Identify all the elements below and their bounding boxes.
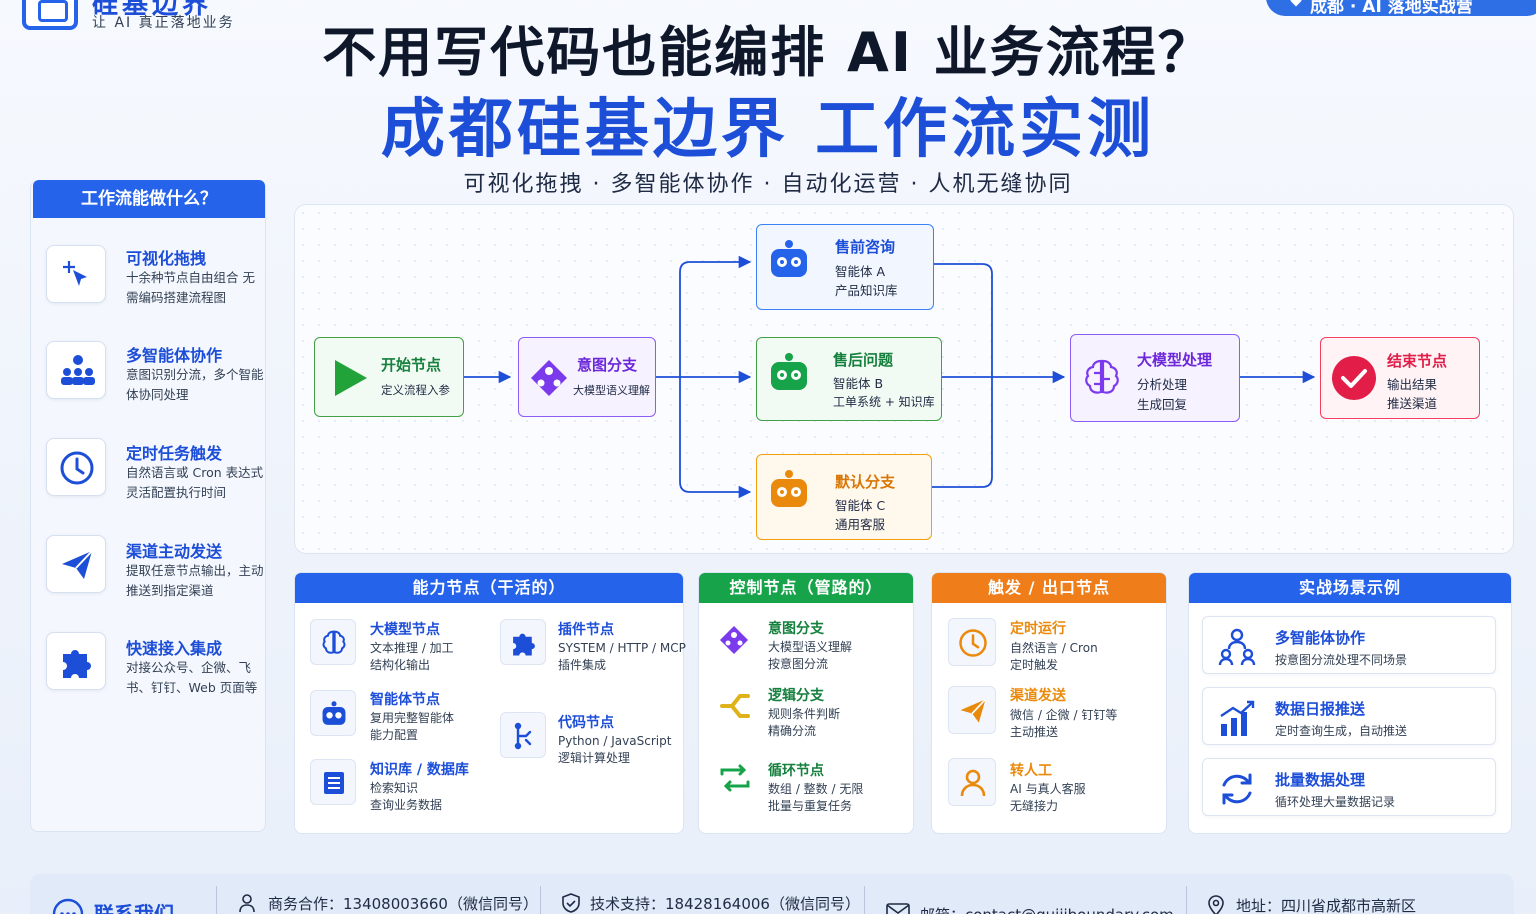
robot-icon [771, 353, 807, 390]
clock-icon [948, 618, 996, 666]
intent-diamond-icon [720, 626, 748, 654]
footer-divider [864, 886, 865, 914]
flow-node-llm[interactable]: 大模型处理 分析处理 生成回复 [1070, 334, 1240, 422]
cases-section-title: 实战场景示例 [1189, 573, 1511, 603]
footer-divider [540, 886, 541, 914]
puzzle-icon [500, 619, 546, 665]
brain-icon [310, 619, 356, 665]
footer-bar [30, 874, 1514, 914]
flow-node-default[interactable]: 默认分支 智能体 C 通用客服 [756, 454, 932, 540]
handshake-icon [239, 894, 255, 913]
loop-icon [720, 764, 750, 792]
footer-support[interactable]: 技术支持：18428164006（微信同号） [590, 895, 860, 913]
puzzle-icon [46, 632, 106, 690]
robot-icon [771, 240, 807, 277]
flow-node-aftersale[interactable]: 售后问题 智能体 B 工单系统 + 知识库 [756, 337, 942, 421]
header-badge[interactable]: 成都 · AI 落地实战营 [1266, 0, 1536, 16]
footer-address: 地址：四川省成都市高新区 [1236, 897, 1417, 914]
logo-slogan: 让 AI 真正落地业务 [92, 15, 235, 31]
brain-icon [1085, 359, 1119, 394]
bar-chart-icon [1220, 700, 1255, 736]
control-section-title: 控制节点（管路的） [699, 573, 913, 603]
clock-icon [46, 438, 106, 496]
capability-section-title: 能力节点（干活的） [295, 573, 683, 603]
robot-icon [310, 690, 356, 736]
code-branch-icon [500, 712, 546, 758]
page-headline: 成都硅基边界 工作流实测 [380, 93, 1156, 167]
shield-icon [562, 893, 580, 913]
trigger-section-title: 触发 / 出口节点 [932, 573, 1166, 603]
refresh-icon [1222, 773, 1252, 805]
check-circle-icon [1332, 356, 1376, 400]
person-icon [948, 758, 996, 806]
footer-business[interactable]: 商务合作：13408003660（微信同号） [268, 895, 538, 913]
location-pin-icon [1208, 895, 1224, 914]
capability-section: 能力节点（干活的） [294, 572, 684, 834]
control-section: 控制节点（管路的） [698, 572, 914, 834]
case-card-daily-report[interactable]: 数据日报推送 定时查询生成，自动推送 [1202, 687, 1496, 745]
logo-name: 硅基边界 [92, 0, 213, 20]
play-icon [335, 360, 367, 396]
flow-node-start[interactable]: 开始节点 定义流程入参 [314, 337, 464, 417]
flow-node-end[interactable]: 结束节点 输出结果 推送渠道 [1320, 337, 1480, 419]
paper-plane-icon [948, 686, 996, 734]
flow-connectors [464, 255, 1316, 499]
case-card-batch[interactable]: 批量数据处理 循环处理大量数据记录 [1202, 758, 1496, 816]
flow-node-presale[interactable]: 售前咨询 智能体 A 产品知识库 [756, 224, 934, 310]
case-card-multiagent[interactable]: 多智能体协作 按意图分流处理不同场景 [1202, 616, 1496, 674]
drag-cursor-icon [46, 245, 106, 303]
footer-contact-title: 联系我们 [94, 902, 174, 914]
left-panel-title: 工作流能做什么？ [33, 180, 265, 218]
page-title: 不用写代码也能编排 AI 业务流程？ [322, 21, 1214, 84]
footer-divider [216, 886, 217, 914]
robot-icon [771, 470, 807, 507]
chat-icon [52, 898, 84, 914]
team-icon [46, 341, 106, 399]
logo-icon [22, 0, 78, 30]
flow-node-intent[interactable]: 意图分支 大模型语义理解 [518, 337, 656, 417]
logic-branch-icon [720, 694, 750, 718]
paper-plane-icon [46, 535, 106, 593]
intent-diamond-icon [531, 360, 567, 396]
mail-icon [886, 903, 910, 914]
footer-divider [1186, 886, 1187, 914]
database-icon [310, 759, 356, 805]
footer-email[interactable]: 邮箱：contact@guijiboundary.com [920, 904, 1174, 914]
agents-icon [1218, 628, 1256, 666]
page-subtitle: 可视化拖拽 · 多智能体协作 · 自动化运营 · 人机无缝协同 [463, 172, 1073, 197]
